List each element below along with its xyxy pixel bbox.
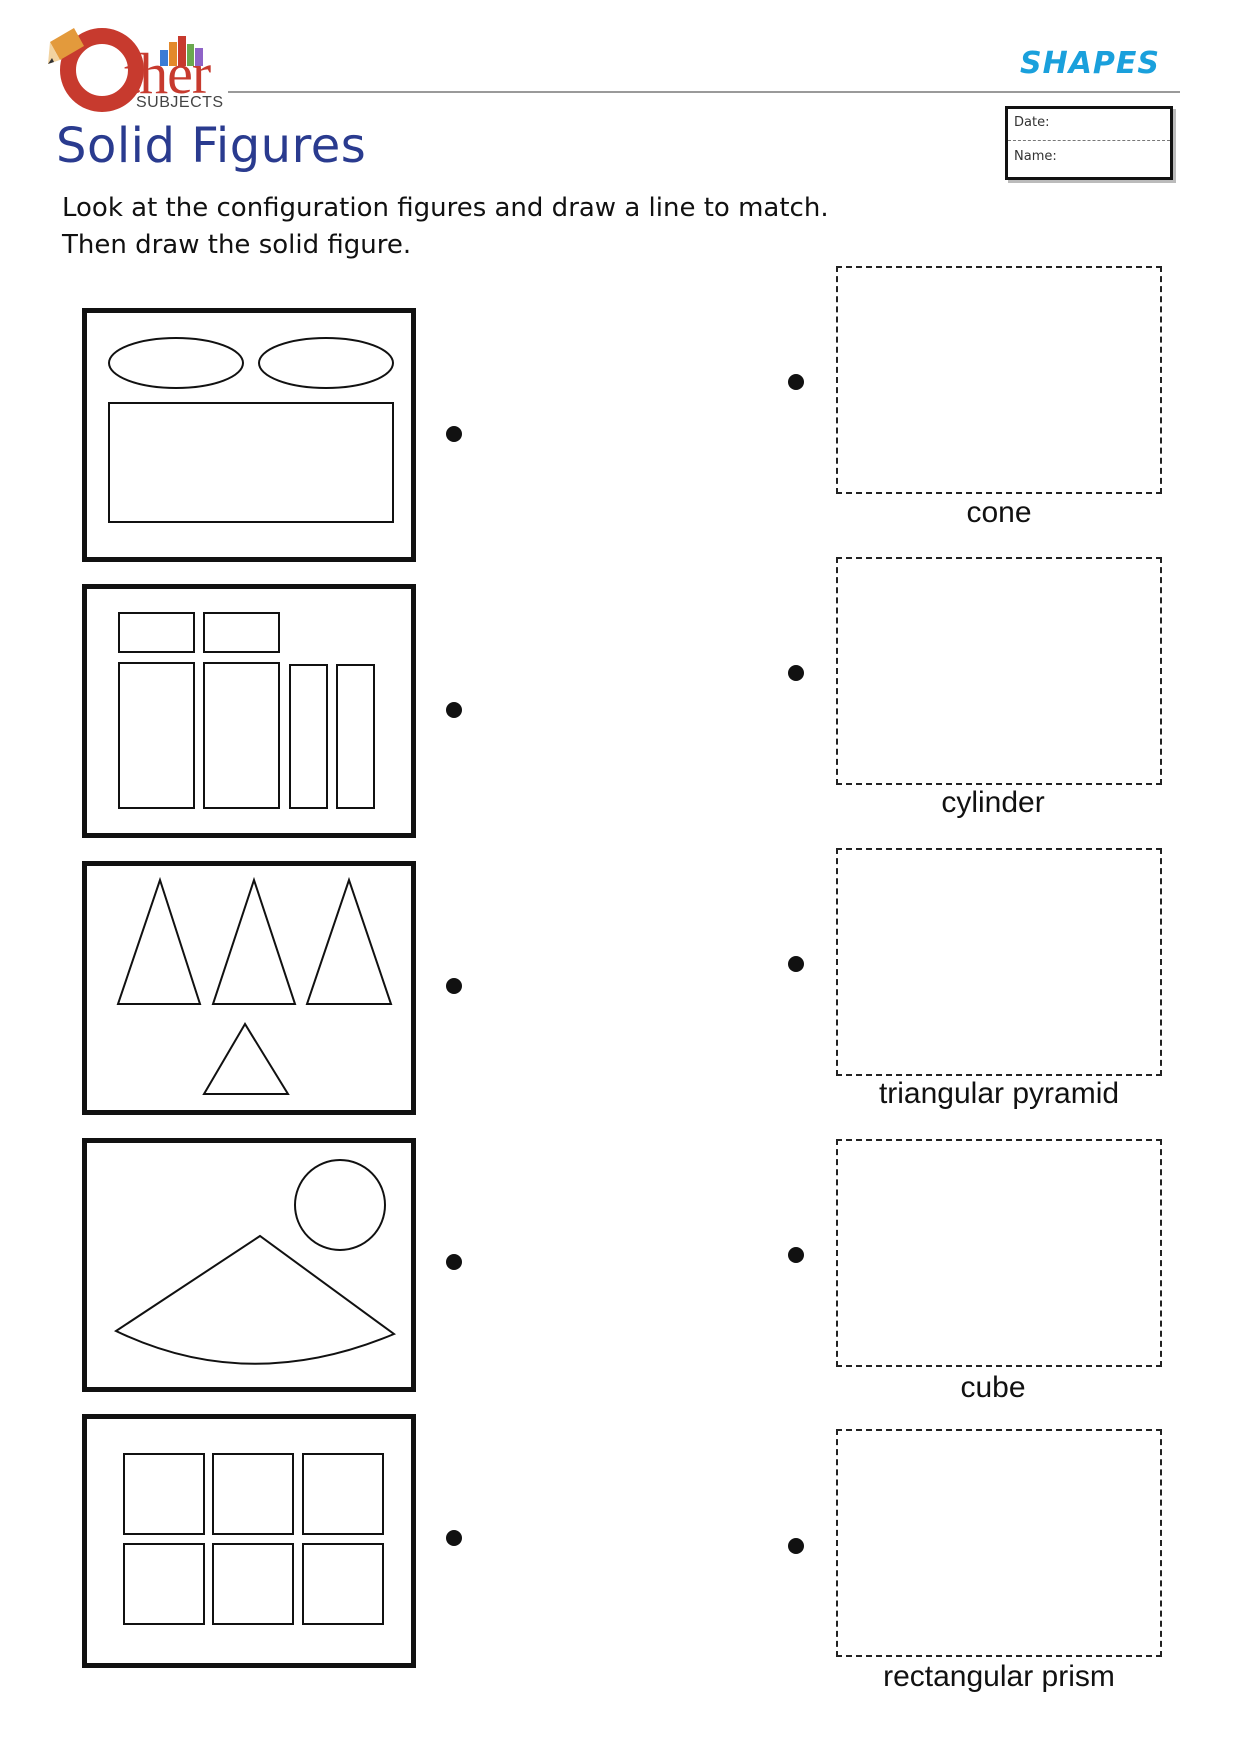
drawing-box-2[interactable] — [836, 557, 1162, 785]
logo-subtitle: SUBJECTS — [136, 94, 224, 111]
cube-net-icon — [123, 1453, 384, 1625]
match-dot-right-5[interactable] — [788, 1538, 804, 1554]
instruction-line-1: Look at the configuration figures and dr… — [62, 193, 829, 223]
answer-label-5: rectangular prism — [883, 1660, 1115, 1693]
match-dot-left-4[interactable] — [446, 1254, 462, 1270]
date-separator — [1008, 140, 1170, 141]
answer-label-2: cylinder — [941, 786, 1045, 819]
page-title: Solid Figures — [56, 118, 367, 174]
drawing-box-1[interactable] — [836, 266, 1162, 494]
match-dot-left-3[interactable] — [446, 978, 462, 994]
net-box-1 — [82, 308, 416, 562]
date-name-box: Date: Name: — [1005, 106, 1173, 180]
header-divider — [228, 91, 1180, 93]
instruction-line-2: Then draw the solid figure. — [62, 230, 412, 260]
net-box-4 — [82, 1138, 416, 1392]
topic-label: SHAPES — [1019, 46, 1161, 81]
match-dot-right-3[interactable] — [788, 956, 804, 972]
net-box-5 — [82, 1414, 416, 1668]
triangular-pyramid-net-icon — [116, 876, 393, 1095]
match-dot-left-1[interactable] — [446, 426, 462, 442]
match-dot-left-5[interactable] — [446, 1530, 462, 1546]
cone-net-icon — [113, 1159, 397, 1365]
answer-label-4: cube — [960, 1371, 1026, 1404]
logo-word: ther — [124, 41, 211, 106]
answer-label-3: triangular pyramid — [878, 1077, 1120, 1110]
drawing-box-3[interactable] — [836, 848, 1162, 1076]
name-label: Name: — [1014, 149, 1057, 164]
match-dot-right-2[interactable] — [788, 665, 804, 681]
logo-o-icon — [48, 28, 144, 112]
rectangular-prism-net-icon — [118, 612, 375, 809]
net-box-3 — [82, 861, 416, 1115]
date-label: Date: — [1014, 115, 1050, 130]
match-dot-right-4[interactable] — [788, 1247, 804, 1263]
books-icon — [160, 36, 203, 66]
drawing-box-5[interactable] — [836, 1429, 1162, 1657]
drawing-box-4[interactable] — [836, 1139, 1162, 1367]
answer-label-1: cone — [966, 496, 1032, 529]
cylinder-net-icon — [108, 337, 394, 523]
net-box-2 — [82, 584, 416, 838]
match-dot-left-2[interactable] — [446, 702, 462, 718]
match-dot-right-1[interactable] — [788, 374, 804, 390]
brand-logo — [44, 20, 244, 115]
